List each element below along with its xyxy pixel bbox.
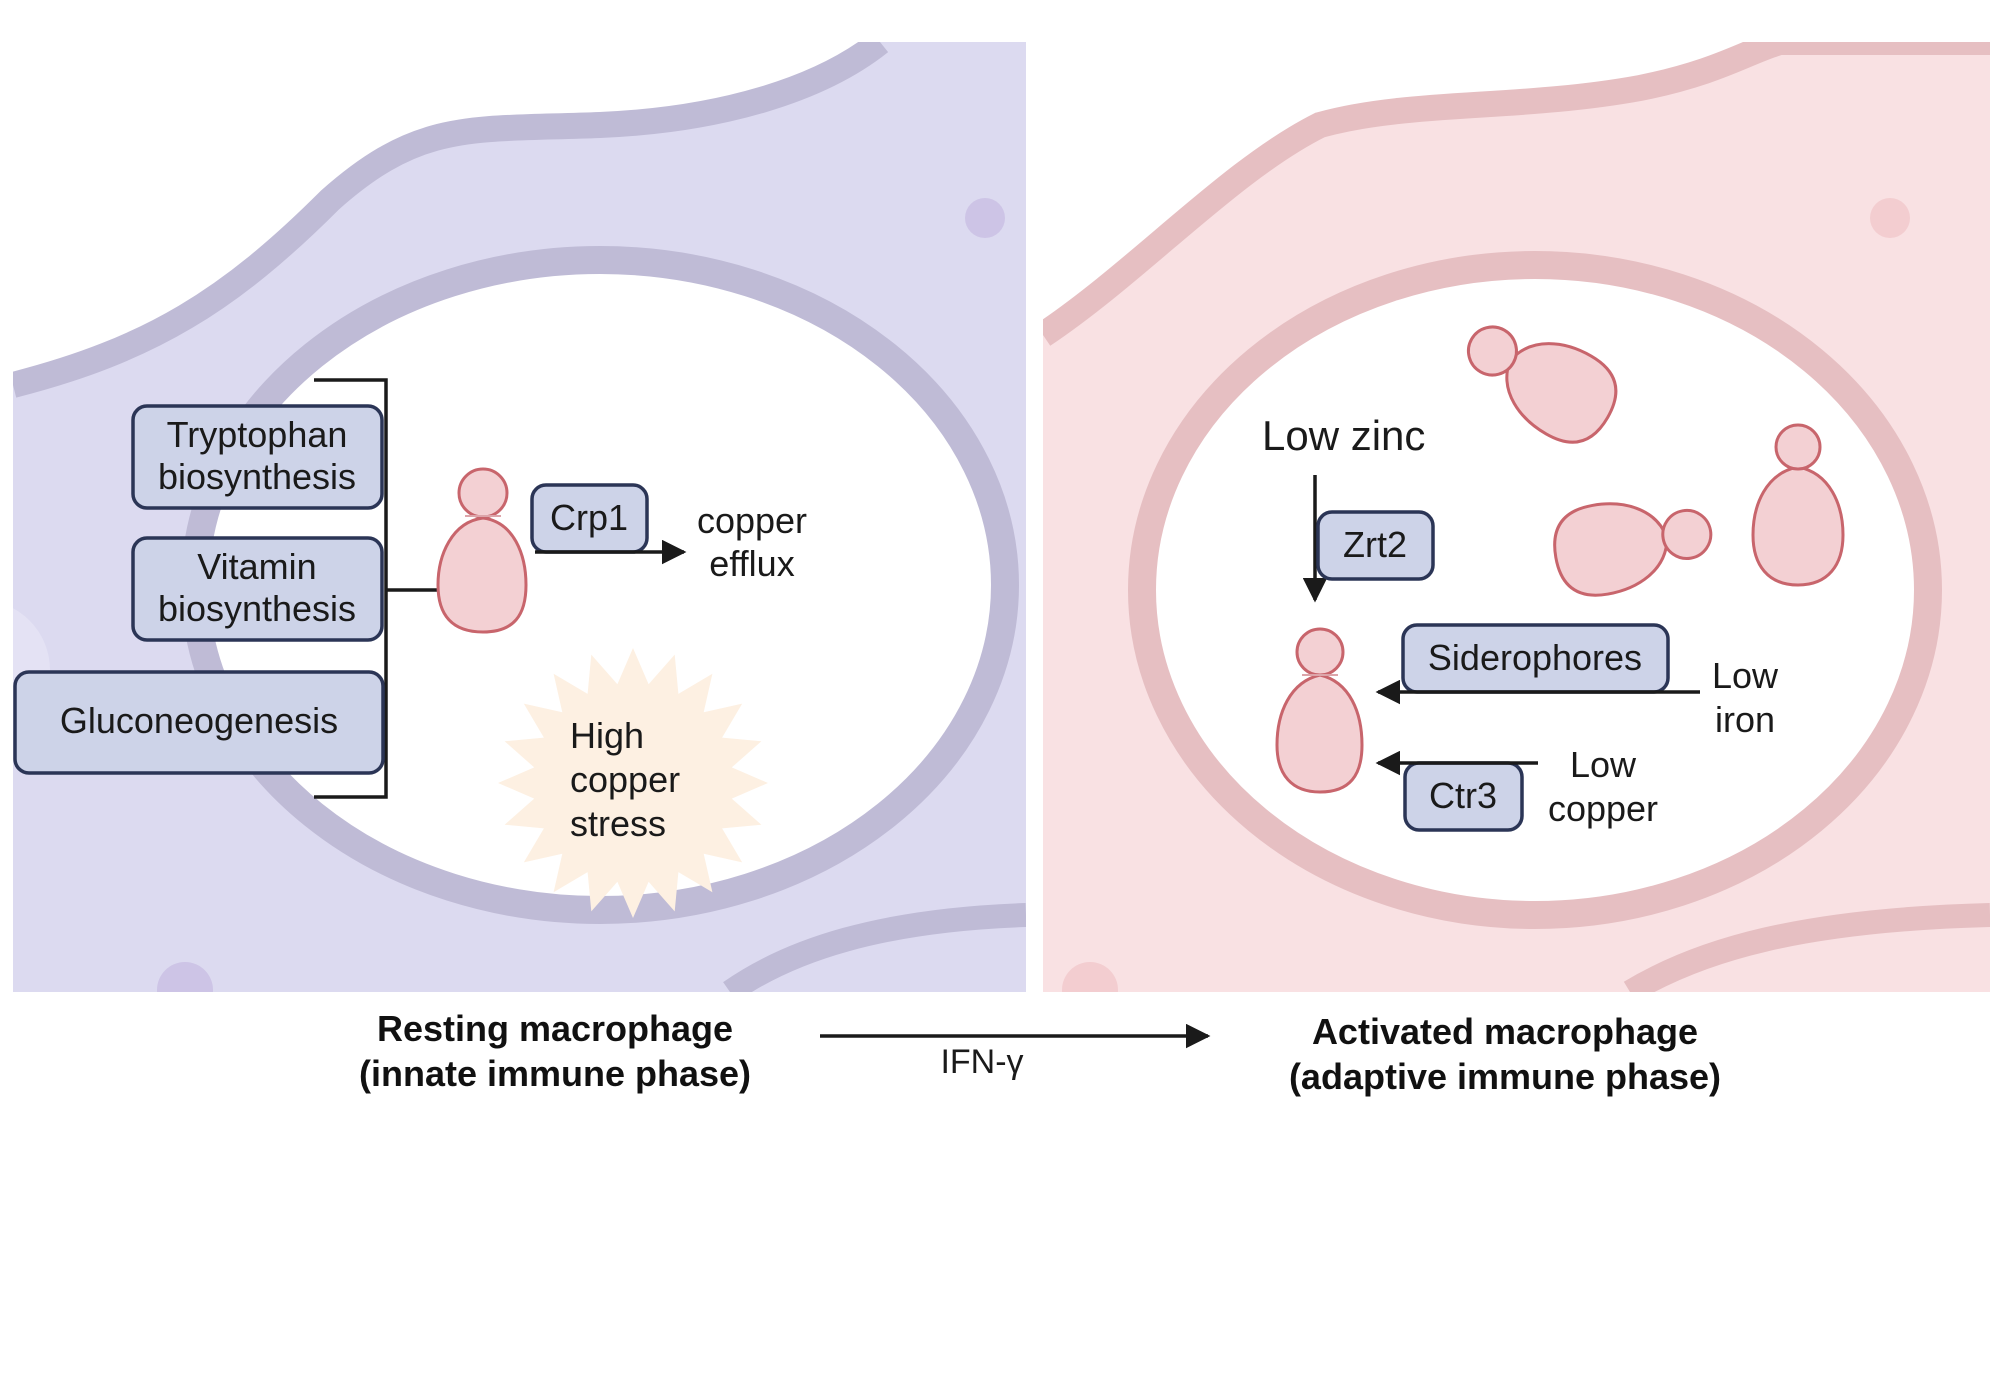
tryptophan-label-line2: biosynthesis bbox=[158, 456, 356, 497]
tryptophan-biosynthesis-box: Tryptophan biosynthesis bbox=[131, 404, 384, 510]
vitamin-biosynthesis-box: Vitamin biosynthesis bbox=[131, 536, 384, 642]
crp1-label: Crp1 bbox=[550, 497, 628, 538]
vesicle bbox=[1870, 198, 1910, 238]
yeast-cell bbox=[1466, 325, 1618, 444]
zrt2-label: Zrt2 bbox=[1343, 524, 1407, 565]
vesicle bbox=[1062, 962, 1118, 992]
neighbor-cell-edge bbox=[1623, 903, 1990, 992]
low-zinc-label: Low zinc bbox=[1262, 412, 1425, 459]
activated-caption-line1: Activated macrophage bbox=[1312, 1011, 1698, 1052]
tryptophan-label-line1: Tryptophan bbox=[167, 414, 348, 455]
vesicle bbox=[965, 198, 1005, 238]
gluconeogenesis-box: Gluconeogenesis bbox=[13, 670, 385, 775]
stress-label-line2: copper bbox=[570, 759, 680, 800]
vesicle bbox=[157, 962, 213, 992]
copper-stress-burst bbox=[498, 648, 768, 918]
activated-caption-line2: (adaptive immune phase) bbox=[1289, 1056, 1721, 1097]
yeast-cell bbox=[1553, 502, 1713, 597]
siderophores-label: Siderophores bbox=[1428, 637, 1642, 678]
resting-caption-line2: (innate immune phase) bbox=[359, 1053, 751, 1094]
stress-label-line1: High bbox=[570, 715, 644, 756]
ifn-gamma-label: IFN-γ bbox=[940, 1043, 1023, 1081]
low-iron-label-line1: Low bbox=[1712, 655, 1779, 696]
yeast-cell bbox=[1275, 627, 1364, 794]
resting-caption-line1: Resting macrophage bbox=[377, 1008, 733, 1049]
copper-efflux-label-line1: copper bbox=[697, 500, 807, 541]
yeast-cell bbox=[436, 467, 528, 634]
ctr3-box: Ctr3 bbox=[1403, 761, 1524, 832]
yeast-cell bbox=[1751, 423, 1845, 587]
vitamin-label-line1: Vitamin bbox=[197, 546, 316, 587]
resting-macrophage-membrane bbox=[13, 42, 889, 398]
vitamin-label-line2: biosynthesis bbox=[158, 588, 356, 629]
stress-label-line3: stress bbox=[570, 803, 666, 844]
low-copper-label-line1: Low bbox=[1570, 744, 1637, 785]
low-iron-label-line2: iron bbox=[1715, 699, 1775, 740]
siderophores-box: Siderophores bbox=[1401, 623, 1670, 694]
crp1-box: Crp1 bbox=[530, 483, 649, 554]
zrt2-box: Zrt2 bbox=[1316, 510, 1435, 581]
low-copper-label-line2: copper bbox=[1548, 788, 1658, 829]
activated-macrophage-panel: Low zinc Zrt2 Siderophores Low iron Ctr3… bbox=[1043, 42, 1990, 992]
copper-efflux-label-line2: efflux bbox=[709, 543, 794, 584]
ctr3-label: Ctr3 bbox=[1429, 775, 1497, 816]
activated-macrophage-membrane bbox=[1043, 42, 1990, 346]
resting-macrophage-panel: Tryptophan biosynthesis Vitamin biosynth… bbox=[13, 42, 1026, 992]
neighbor-cell-edge bbox=[723, 903, 1026, 992]
gluconeogenesis-label: Gluconeogenesis bbox=[60, 700, 338, 741]
